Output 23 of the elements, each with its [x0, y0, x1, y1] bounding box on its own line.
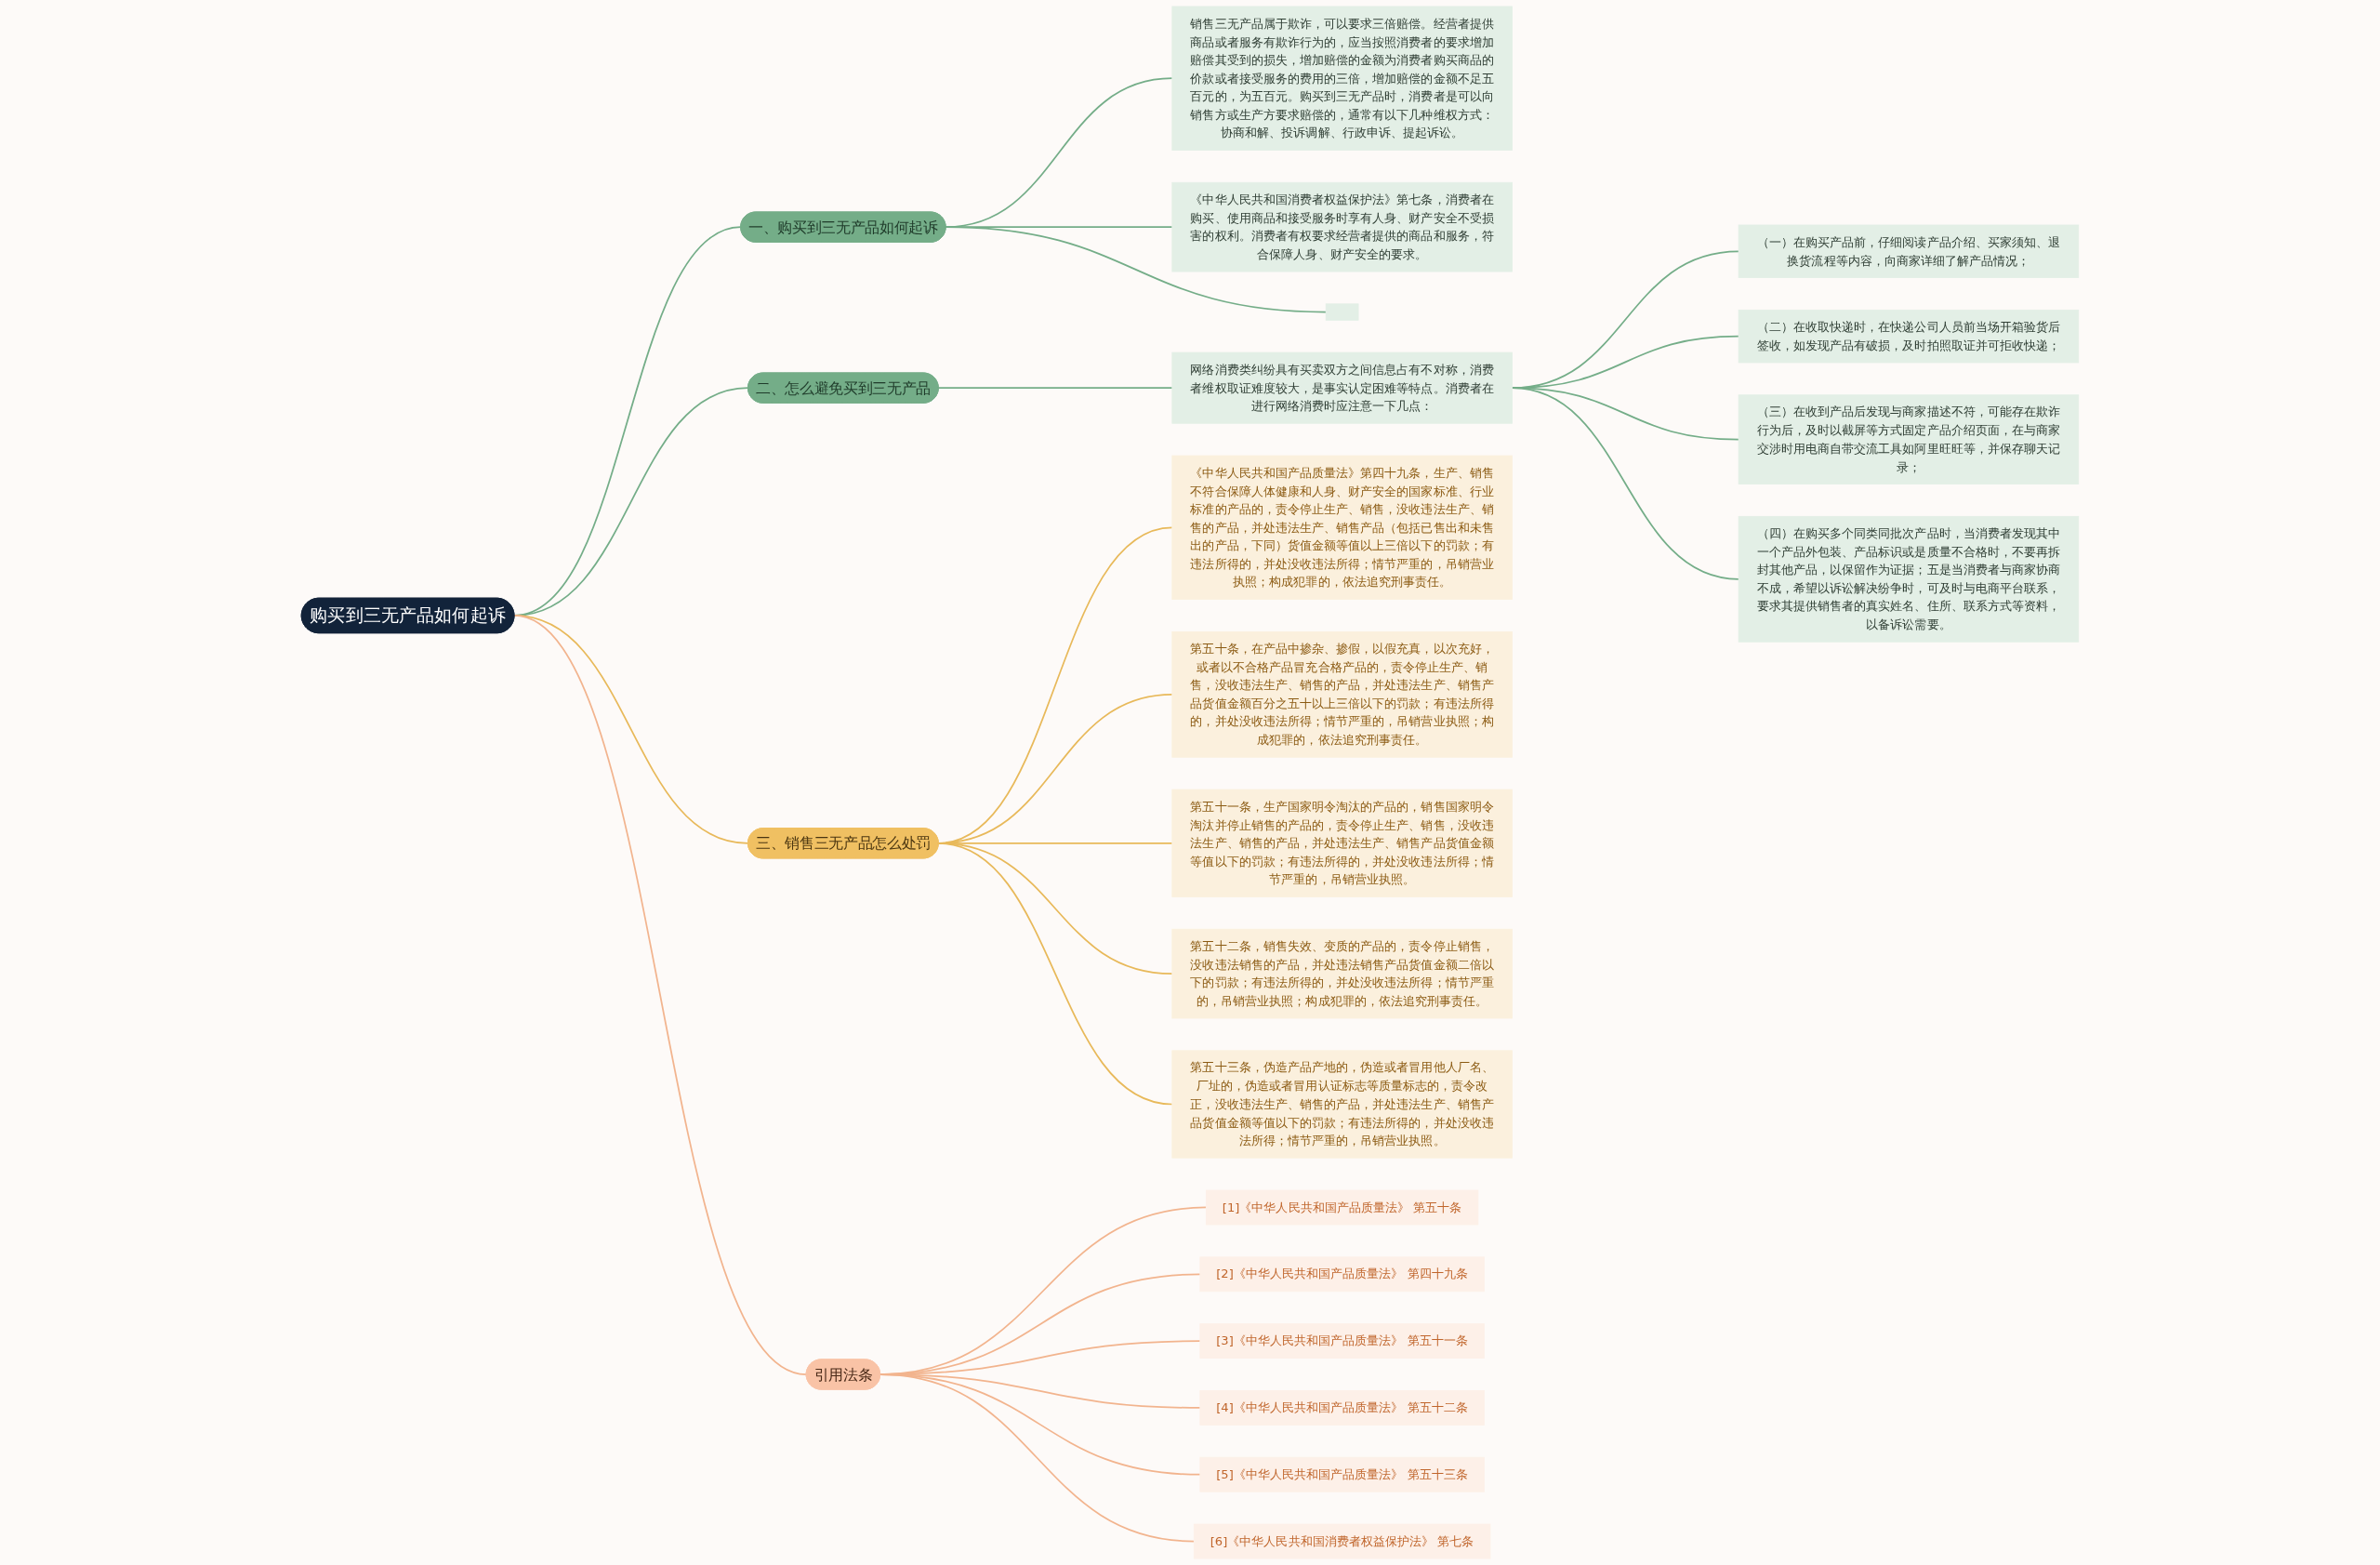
topic-node: （一）在购买产品前，仔细阅读产品介绍、买家须知、退换货流程等内容，向商家详细了解产品情况； [1738, 224, 2080, 278]
topic-node: 第五十一条，生产国家明令淘汰的产品的，销售国家明令淘汰并停止销售的产品的，责令停止生产、销售，没收违法生产、销售的产品，并处违法生产、销售产品货值金额等值以下的罚款；有违法所得的，并处没收违法所得；情节严重的，吊销营业执照。 [1171, 789, 1513, 897]
topic-node: （三）在收到产品后发现与商家描述不符，可能存在欺诈行为后，及时以截屏等方式固定产品介绍页面，在与商家交涉时用电商自带交流工具如阿里旺旺等，并保存聊天记录； [1738, 394, 2080, 484]
topic-node: 第五十二条，销售失效、变质的产品的，责令停止销售，没收违法销售的产品，并处违法销售产品货值金额二倍以下的罚款；有违法所得的，并处没收违法所得；情节严重的，吊销营业执照；构成犯罪的，依法追究刑事责任。 [1171, 928, 1513, 1019]
topic-node: 《中华人民共和国产品质量法》第四十九条，生产、销售不符合保障人体健康和人身、财产安全的国家标准、行业标准的产品的，责令停止生产、销售，没收违法生产、销售的产品，并处违法生产、销售产品（包括已售出和未售出的产品，下同）货值金额等值以上三倍以下的罚款；有违法所得的，并处没收违法所得；情节严重的，吊销营业执照；构成犯罪的，依法追究刑事责任。 [1171, 455, 1513, 600]
topic-node: [1]《中华人民共和国产品质量法》 第五十条 [1205, 1189, 1479, 1226]
topic-node: 第五十条，在产品中掺杂、掺假，以假充真，以次充好，或者以不合格产品冒充合格产品的，责令停止生产、销售，没收违法生产、销售的产品，并处违法生产、销售产品货值金额百分之五十以上三倍以下的罚款；有违法所得的，并处没收违法所得；情节严重的，吊销营业执照；构成犯罪的，依法追究刑事责任。 [1171, 630, 1513, 758]
topic-node: 引用法条 [805, 1359, 881, 1390]
topic-node: [3]《中华人民共和国产品质量法》 第五十一条 [1199, 1323, 1485, 1359]
topic-node: 二、怎么避免买到三无产品 [747, 372, 939, 404]
topic-node: [4]《中华人民共和国产品质量法》 第五十二条 [1199, 1390, 1485, 1426]
topic-node: 购买到三无产品如何起诉 [300, 597, 515, 634]
topic-node: 一、购买到三无产品如何起诉 [740, 211, 946, 243]
topic-node: [2]《中华人民共和国产品质量法》 第四十九条 [1199, 1256, 1485, 1293]
topic-node: 销售三无产品属于欺诈，可以要求三倍赔偿。经营者提供商品或者服务有欺诈行为的，应当按照消费者的要求增加赔偿其受到的损失，增加赔偿的金额为消费者购买商品的价款或者接受服务的费用的三倍，增加赔偿的金额不足五百元的，为五百元。购买到三无产品时，消费者是可以向销售方或生产方要求赔偿的，通常有以下几种维权方式：协商和解、投诉调解、行政申诉、提起诉讼。 [1171, 6, 1513, 151]
topic-node: 网络消费类纠纷具有买卖双方之间信息占有不对称，消费者维权取证难度较大，是事实认定困难等特点。消费者在进行网络消费时应注意一下几点： [1171, 351, 1513, 424]
topic-node: （二）在收取快递时，在快递公司人员前当场开箱验货后签收，如发现产品有破损，及时拍照取证并可拒收快递； [1738, 309, 2080, 364]
topic-node: （四）在购买多个同类同批次产品时，当消费者发现其中一个产品外包装、产品标识或是质量不合格时，不要再拆封其他产品，以保留作为证据；五是当消费者与商家协商不成，希望以诉讼解决纷争时，可及时与电商平台联系，要求其提供销售者的真实姓名、住所、联系方式等资料，以备诉讼需要。 [1738, 515, 2080, 643]
topic-node: 三、销售三无产品怎么处罚 [747, 828, 939, 859]
topic-node: [6]《中华人民共和国消费者权益保护法》 第七条 [1193, 1523, 1491, 1559]
topic-node: [5]《中华人民共和国产品质量法》 第五十三条 [1199, 1456, 1485, 1492]
topic-node: 《中华人民共和国消费者权益保护法》第七条，消费者在购买、使用商品和接受服务时享有人身、财产安全不受损害的权利。消费者有权要求经营者提供的商品和服务，符合保障人身、财产安全的要求。 [1171, 181, 1513, 272]
topic-node: 第五十三条，伪造产品产地的，伪造或者冒用他人厂名、厂址的，伪造或者冒用认证标志等质量标志的，责令改正，没收违法生产、销售的产品，并处违法生产、销售产品货值金额等值以下的罚款；有违法所得的，并处没收违法所得；情节严重的，吊销营业执照。 [1171, 1050, 1513, 1159]
